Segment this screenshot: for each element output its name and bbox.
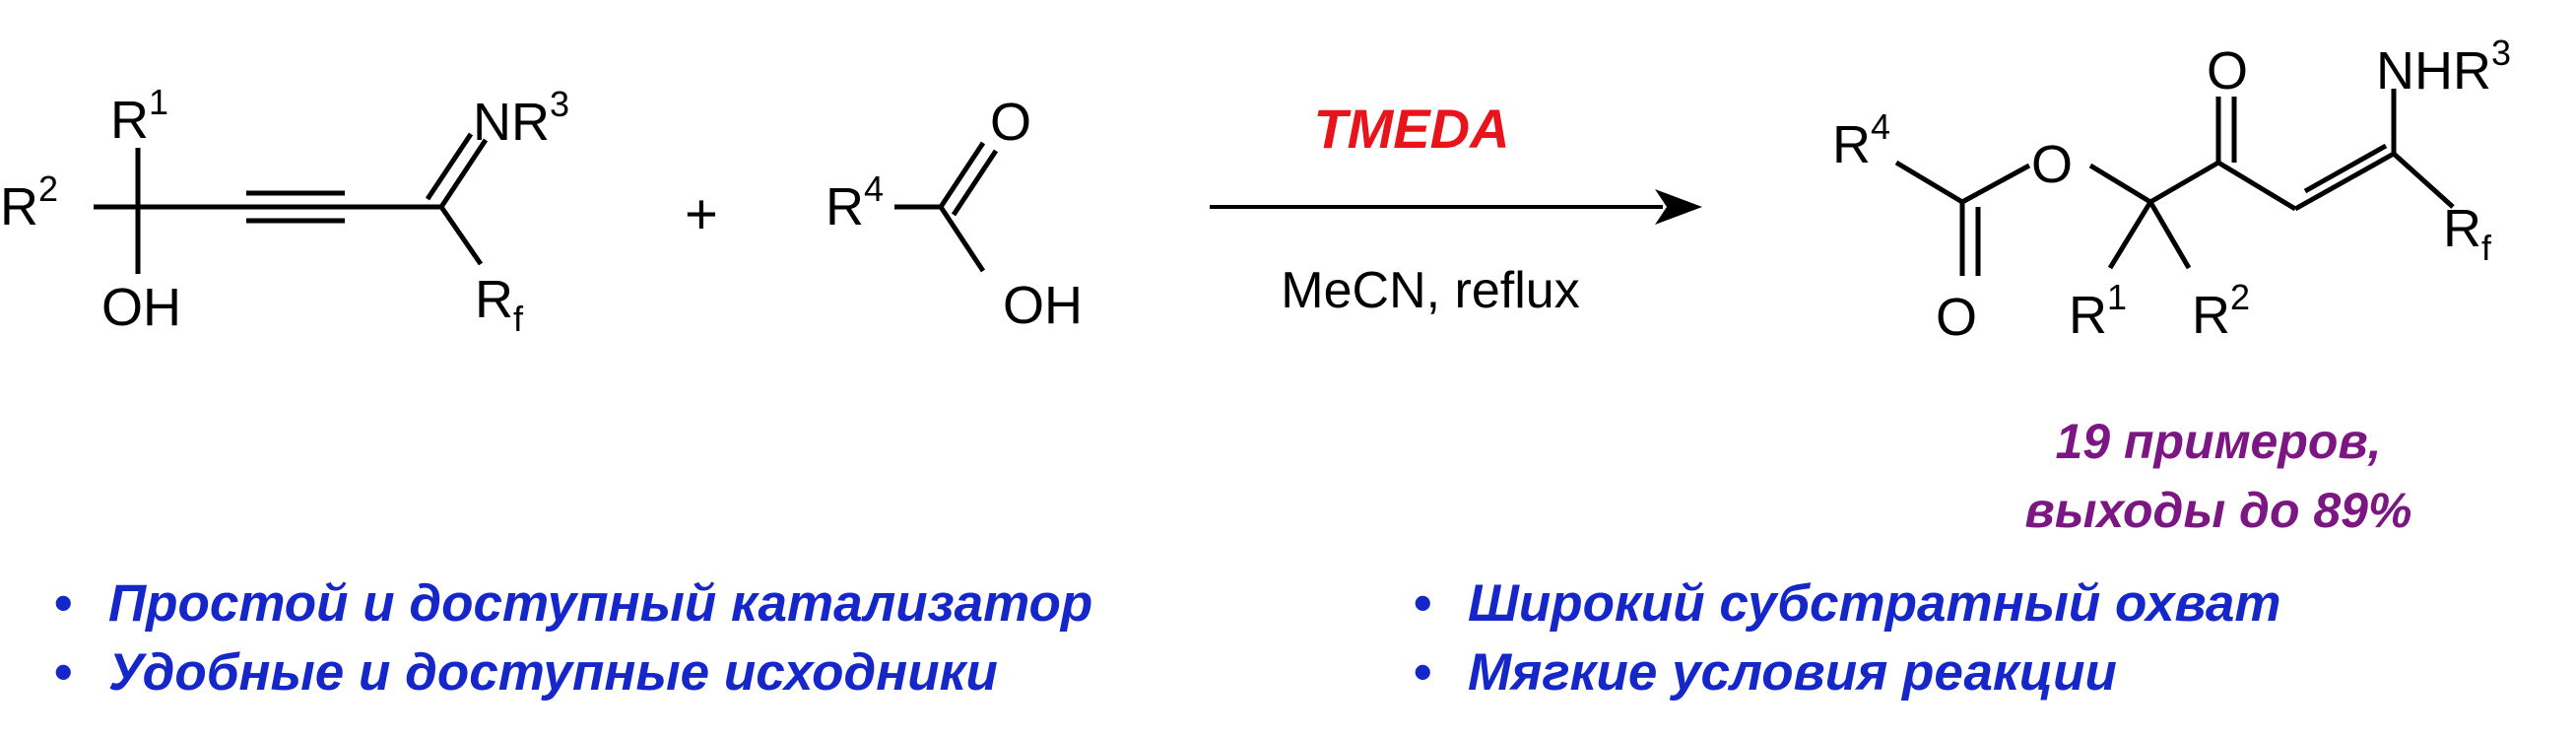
reaction-scheme: R1 R2 OH NR3 Rf + R4 O OH TMEDA MeCN, re… — [0, 33, 2511, 538]
r2-label: R2 — [0, 168, 58, 236]
bond-oester-c — [2088, 163, 2152, 205]
bond-c-cketone — [2148, 160, 2220, 205]
product: R4 O O O NHR3 Rf R1 R2 — [1832, 33, 2511, 347]
plus-sign: + — [685, 182, 718, 246]
triple-bond — [246, 190, 345, 224]
advantages-list-left: • Простой и доступный катализатор • Удобны… — [54, 569, 1092, 707]
list-item: • Простой и доступный катализатор — [54, 569, 1092, 638]
oh-label: OH — [101, 278, 181, 337]
bond-c-rf — [438, 205, 484, 266]
conditions-label: MeCN, reflux — [1281, 262, 1579, 319]
bond-c-r1 — [2107, 200, 2153, 270]
oh-label: OH — [1003, 276, 1083, 335]
list-item: • Мягкие условия реакции — [1414, 638, 2280, 707]
list-item-text: Удобные и доступные исходники — [108, 643, 998, 702]
bond-c-o-1 — [938, 141, 986, 209]
bond-c-n-1 — [438, 138, 489, 209]
rf-label: Rf — [475, 270, 524, 339]
reactant-1: R1 R2 OH NR3 Rf — [0, 82, 569, 339]
bullet-marker: • — [54, 643, 73, 702]
r4-label: R4 — [1832, 106, 1890, 174]
r1-label: R1 — [2069, 277, 2127, 345]
bond-c-n-2 — [425, 132, 474, 201]
bond-c-oh — [938, 205, 986, 273]
r4-label: R4 — [826, 168, 884, 236]
bond-c-o-2 — [951, 149, 999, 217]
yield-note-line2: выходы до 89% — [2025, 483, 2412, 538]
bond-ch-c-2 — [2303, 143, 2388, 194]
bond-c-r2 — [2147, 200, 2192, 270]
bullet-marker: • — [54, 574, 73, 633]
r1-label: R1 — [110, 82, 168, 150]
list-item-text: Широкий субстратный охват — [1468, 574, 2281, 633]
rf-label: Rf — [2443, 199, 2492, 268]
bond-c-oester — [1960, 163, 2031, 205]
reactant-2: R4 O OH — [826, 93, 1083, 335]
r2-label: R2 — [2192, 277, 2250, 345]
list-item: • Удобные и доступные исходники — [54, 638, 1092, 707]
o-ketone-label: O — [2207, 41, 2248, 100]
catalyst-label: TMEDA — [1313, 98, 1509, 160]
bullet-marker: • — [1414, 574, 1432, 633]
o-label: O — [990, 93, 1031, 152]
list-item-text: Мягкие условия реакции — [1468, 643, 2117, 702]
bond-r4-c — [1894, 160, 1964, 205]
bond-c-rf — [2392, 152, 2455, 209]
list-item-text: Простой и доступный катализатор — [108, 574, 1093, 633]
nhr3-label: NHR3 — [2376, 33, 2511, 100]
o-carbonyl-label: O — [1936, 288, 1977, 347]
advantages-list-right: • Широкий субстратный охват • Мягкие услов… — [1414, 569, 2280, 707]
list-item: • Широкий субстратный охват — [1414, 569, 2280, 638]
bond-ch-c-1 — [2293, 151, 2396, 212]
o-ester-label: O — [2031, 135, 2073, 194]
bond-c-ch — [2216, 160, 2297, 212]
reaction-arrow — [1210, 189, 1702, 225]
nr3-label: NR3 — [473, 84, 569, 152]
arrow-head — [1655, 189, 1702, 225]
yield-note-line1: 19 примеров, — [2055, 414, 2381, 469]
bullet-marker: • — [1414, 643, 1432, 702]
